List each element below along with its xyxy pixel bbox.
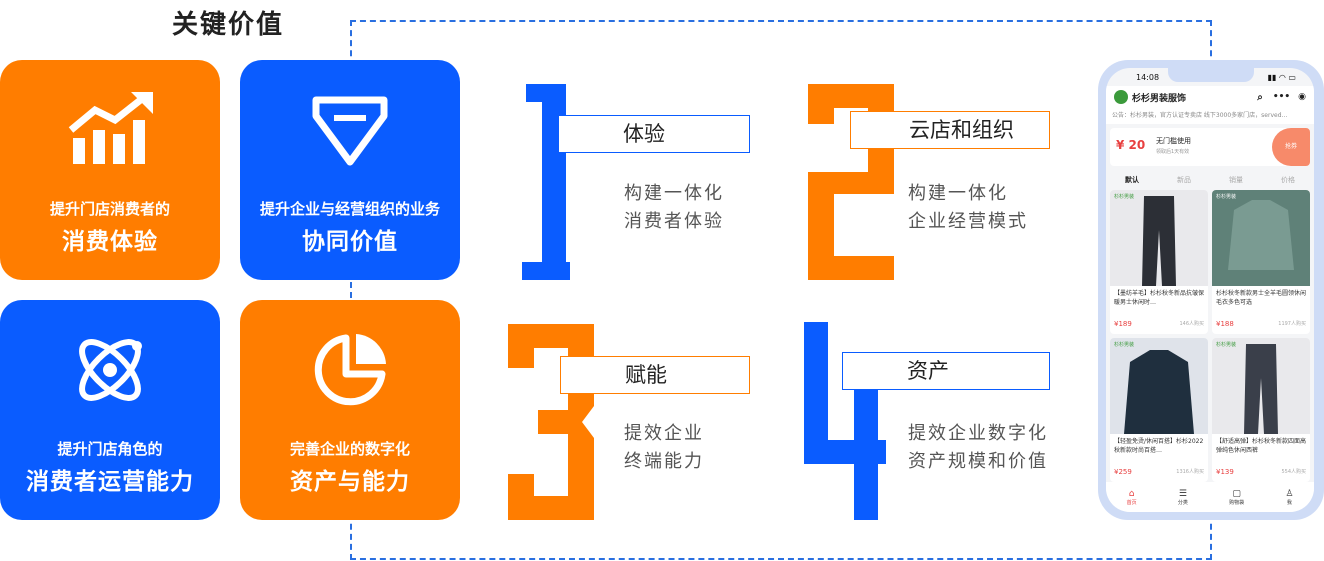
user-icon: ♙ [1285, 488, 1294, 499]
coupon-card: ¥ 20 无门槛使用 领取后1天有效 抢券 [1110, 128, 1310, 166]
nav-label: 我 [1286, 499, 1292, 506]
desc-line: 终端能力 [624, 451, 704, 472]
phone-notch [1168, 68, 1254, 82]
value-desc-4: 提效企业数字化 资产规模和价值 [908, 420, 1048, 476]
product-price: ¥259 [1114, 468, 1132, 476]
value-desc-2: 构建一体化 企业经营模式 [908, 180, 1028, 236]
notice-bar[interactable]: 公告：杉杉男装，官方认证专卖店 线下3000多家门店，served... [1106, 108, 1314, 124]
product-price: ¥189 [1114, 320, 1132, 328]
product-name: 【轻盈免烫/休闲百搭】杉杉2022秋新款时尚百搭… [1114, 438, 1204, 454]
product-name: 【舒适高弹】杉杉秋冬新款四面高弹纯色休闲西裤 [1216, 438, 1307, 454]
value-label-2: 云店和组织 [850, 111, 1050, 149]
desc-line: 提效企业数字化 [908, 423, 1048, 444]
nav-label: 首页 [1126, 499, 1137, 506]
bottom-nav: ⌂首页 ☰分类 ▢购物袋 ♙我 [1106, 482, 1314, 512]
phone-mockup: 14:08 ▮▮ ◠ ▭ 杉杉男装服饰 ⌕ ••• ◉ 公告：杉杉男装，官方认证… [1098, 60, 1324, 520]
desc-line: 企业经营模式 [908, 211, 1028, 232]
shop-logo [1114, 90, 1128, 104]
value-label-4: 资产 [842, 352, 1050, 390]
product-grid: 杉杉男装 【墨纺羊毛】杉杉秋冬新品抗皱保暖男士休闲时… ¥189 146人购买 … [1106, 190, 1314, 482]
card-small-text: 完善企业的数字化 [289, 440, 410, 458]
numeral-3 [508, 324, 594, 520]
card-big-text: 协同价值 [302, 229, 398, 255]
atom-icon [0, 330, 220, 410]
nav-profile[interactable]: ♙我 [1285, 489, 1293, 506]
desc-line: 构建一体化 [908, 183, 1008, 204]
value-label-1: 体验 [558, 115, 750, 153]
product-price: ¥139 [1216, 468, 1234, 476]
brand-tag: 杉杉男装 [1114, 342, 1135, 348]
card-small-text: 提升企业与经营组织的业务 [259, 200, 440, 218]
product-image: 杉杉男装 [1110, 338, 1208, 434]
more-icon[interactable]: ••• [1272, 92, 1291, 102]
numeral-1 [522, 84, 570, 280]
sort-tabs: 默认 新品 销量 价格 [1106, 170, 1314, 190]
desc-line: 消费者体验 [624, 211, 724, 232]
growth-chart-icon [0, 90, 220, 170]
card-consumer-operation: 提升门店角色的 消费者运营能力 [0, 300, 220, 520]
phone-screen: 14:08 ▮▮ ◠ ▭ 杉杉男装服饰 ⌕ ••• ◉ 公告：杉杉男装，官方认证… [1106, 68, 1314, 512]
nav-home[interactable]: ⌂首页 [1127, 489, 1137, 506]
pie-chart-icon [240, 330, 460, 410]
menu-icon: ☰ [1178, 488, 1187, 499]
card-big-text: 消费体验 [62, 229, 158, 255]
nav-category[interactable]: ☰分类 [1178, 489, 1188, 506]
tab-price[interactable]: 价格 [1281, 176, 1295, 184]
page-title: 关键价值 [172, 10, 285, 40]
coupon-title: 无门槛使用 [1156, 137, 1191, 145]
card-collaboration-value: 提升企业与经营组织的业务 协同价值 [240, 60, 460, 280]
nav-cart[interactable]: ▢购物袋 [1229, 489, 1244, 506]
value-label-3: 赋能 [560, 356, 750, 394]
bag-icon: ▢ [1232, 488, 1241, 499]
home-icon: ⌂ [1128, 488, 1135, 499]
shop-name: 杉杉男装服饰 [1132, 93, 1187, 104]
tab-new[interactable]: 新品 [1177, 176, 1191, 184]
coupon-sub: 领取后1天有效 [1156, 149, 1190, 155]
coupon-amount: ¥ 20 [1116, 138, 1146, 152]
nav-label: 分类 [1177, 499, 1188, 506]
product-image: 杉杉男装 [1212, 190, 1310, 286]
product-sold: 146人购买 [1179, 321, 1204, 327]
product-card[interactable]: 杉杉男装 【轻盈免烫/休闲百搭】杉杉2022秋新款时尚百搭… ¥259 1316… [1110, 338, 1208, 482]
product-card[interactable]: 杉杉男装 【舒适高弹】杉杉秋冬新款四面高弹纯色休闲西裤 ¥139 554人购买 [1212, 338, 1310, 482]
card-small-text: 提升门店角色的 [57, 440, 163, 458]
product-name: 杉杉秋冬新款男士全羊毛圆领休闲毛衣多色可选 [1216, 290, 1307, 306]
desc-line: 资产规模和价值 [908, 451, 1048, 472]
dashed-frame [350, 20, 1212, 560]
diamond-icon [240, 90, 460, 170]
status-bar: 14:08 ▮▮ ◠ ▭ [1106, 68, 1314, 86]
tab-sales[interactable]: 销量 [1229, 176, 1243, 184]
nav-label: 购物袋 [1229, 499, 1245, 506]
card-big-text: 消费者运营能力 [26, 469, 194, 495]
coupon-button[interactable]: 抢券 [1272, 128, 1310, 166]
product-sold: 1316人购买 [1176, 469, 1204, 475]
product-card[interactable]: 杉杉男装 杉杉秋冬新款男士全羊毛圆领休闲毛衣多色可选 ¥188 1197人购买 [1212, 190, 1310, 334]
product-sold: 1197人购买 [1278, 321, 1306, 327]
product-price: ¥188 [1216, 320, 1234, 328]
target-icon[interactable]: ◉ [1298, 92, 1306, 102]
card-big-text: 资产与能力 [290, 469, 410, 495]
card-small-text: 提升门店消费者的 [49, 200, 170, 218]
signal-icon: ▮▮ ◠ ▭ [1267, 72, 1296, 82]
shop-navbar: 杉杉男装服饰 ⌕ ••• ◉ [1106, 86, 1314, 108]
card-consumer-experience: 提升门店消费者的 消费体验 [0, 60, 220, 280]
value-desc-3: 提效企业 终端能力 [624, 420, 704, 476]
tab-default[interactable]: 默认 [1125, 176, 1139, 184]
product-name: 【墨纺羊毛】杉杉秋冬新品抗皱保暖男士休闲时… [1114, 290, 1205, 306]
value-desc-1: 构建一体化 消费者体验 [624, 180, 724, 236]
search-icon[interactable]: ⌕ [1257, 91, 1263, 103]
brand-tag: 杉杉男装 [1216, 194, 1237, 200]
product-image: 杉杉男装 [1110, 190, 1208, 286]
product-image: 杉杉男装 [1212, 338, 1310, 434]
brand-tag: 杉杉男装 [1114, 194, 1135, 200]
product-sold: 554人购买 [1281, 469, 1306, 475]
card-digital-assets: 完善企业的数字化 资产与能力 [240, 300, 460, 520]
product-card[interactable]: 杉杉男装 【墨纺羊毛】杉杉秋冬新品抗皱保暖男士休闲时… ¥189 146人购买 [1110, 190, 1208, 334]
desc-line: 提效企业 [624, 423, 704, 444]
brand-tag: 杉杉男装 [1216, 342, 1237, 348]
status-time: 14:08 [1136, 72, 1160, 82]
desc-line: 构建一体化 [624, 183, 724, 204]
